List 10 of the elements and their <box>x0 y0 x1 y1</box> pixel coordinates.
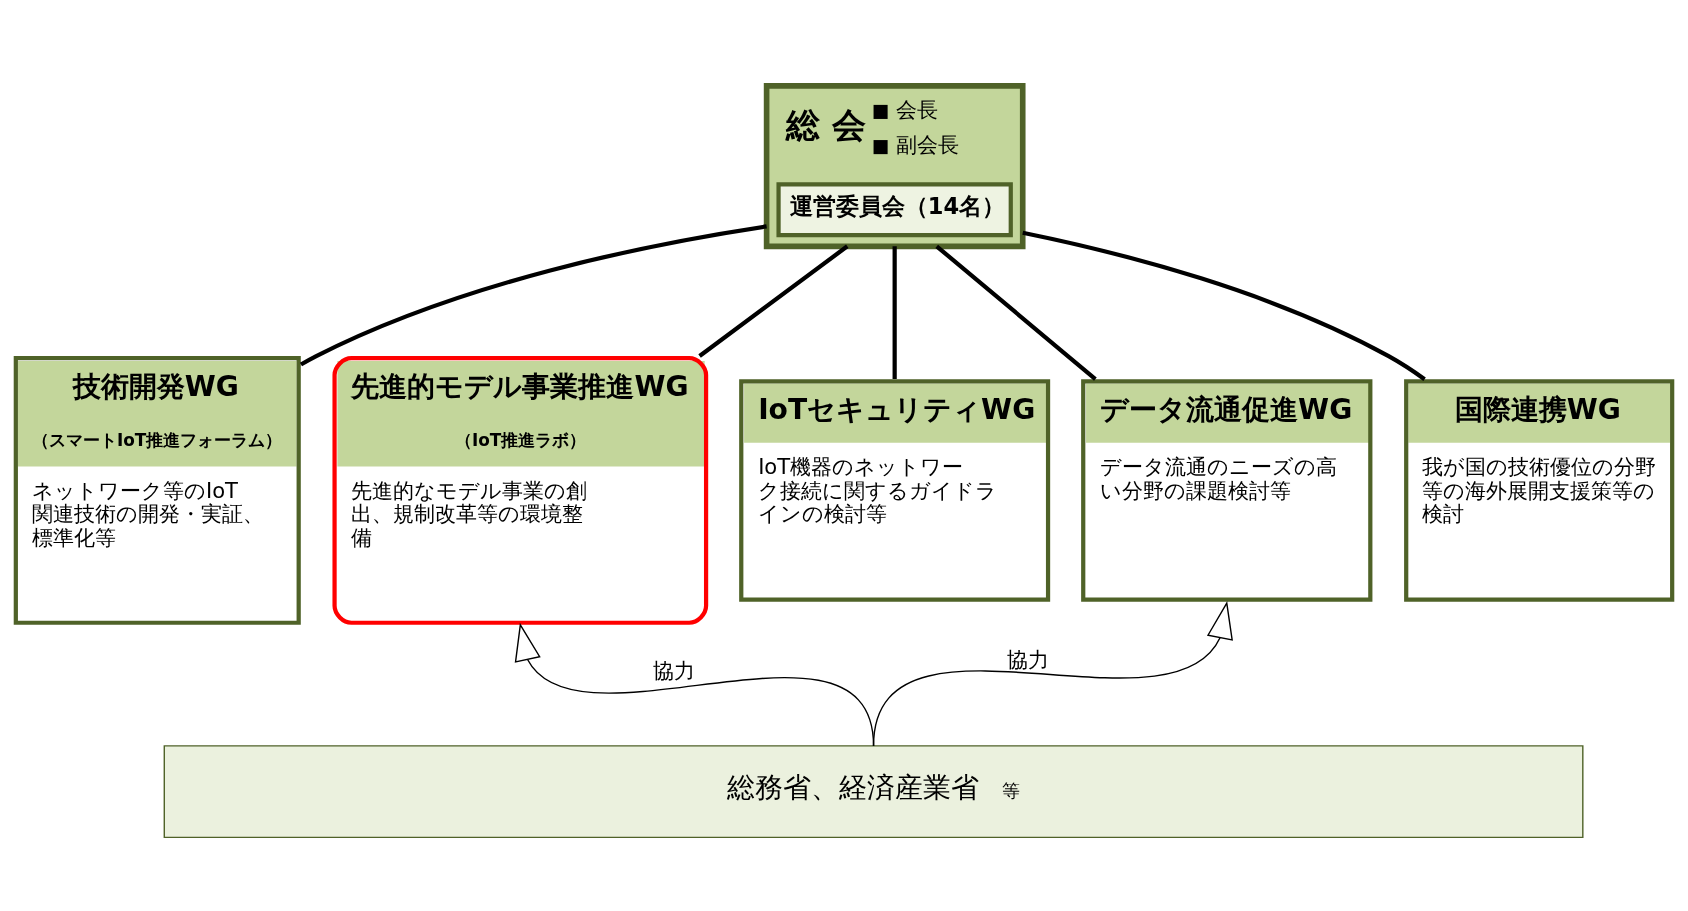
connector <box>299 223 767 366</box>
edge-label: 協力 <box>1006 646 1049 672</box>
edge-label: 協力 <box>652 657 695 683</box>
node-box: 運営委員会（14名） <box>776 181 1013 237</box>
arrow <box>872 600 1233 747</box>
node-box: 総務省、経済産業省 等 <box>163 744 1584 838</box>
connector <box>1022 230 1426 381</box>
connector <box>935 244 1097 381</box>
connector <box>698 244 849 358</box>
connector <box>892 245 897 379</box>
